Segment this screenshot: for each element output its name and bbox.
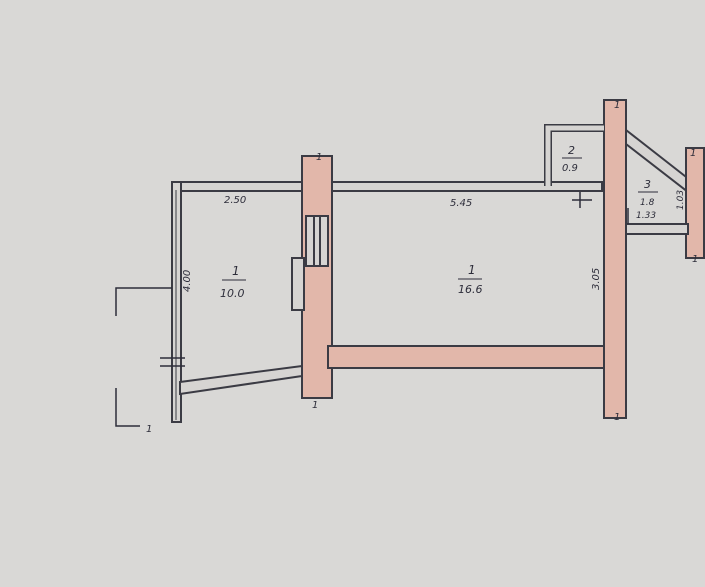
room-2-area: 0.9 xyxy=(562,163,578,174)
room-2-number: 2 xyxy=(568,144,575,157)
entrance-marker-top xyxy=(115,287,172,316)
room3-end-wall xyxy=(685,147,705,259)
room3-bottom-wall xyxy=(625,223,689,235)
dimension-5-45: 5.45 xyxy=(450,198,472,209)
wall-mark: 1 xyxy=(614,412,620,423)
wall-mark: 1 xyxy=(690,148,696,159)
dimension-2-50: 2.50 xyxy=(224,195,246,206)
room-3-number: 3 xyxy=(644,178,651,191)
room-1-area: 16.6 xyxy=(458,283,483,296)
right-pier xyxy=(603,99,627,419)
dimension-1-33: 1.33 xyxy=(636,211,656,221)
slanted-partition xyxy=(179,364,303,396)
room-1b-number: 1 xyxy=(232,264,240,278)
room-1-number: 1 xyxy=(468,263,476,277)
top-wall xyxy=(171,181,603,192)
lower-partition xyxy=(327,345,605,369)
wall-mark: 1 xyxy=(312,400,318,411)
dimension-3-05: 3.05 xyxy=(591,268,602,290)
entrance-marker-bottom xyxy=(115,388,140,427)
dimension-4-00: 4.00 xyxy=(182,270,193,292)
pier-niche xyxy=(291,257,305,311)
wall-mark: 1 xyxy=(316,152,322,163)
dimension-1-03: 1.03 xyxy=(676,190,686,210)
pier-opening xyxy=(305,215,329,267)
wall-mark: 1 xyxy=(614,100,620,111)
room-3-area: 1.8 xyxy=(640,198,655,208)
closet-wall-inner xyxy=(545,125,604,186)
wall-mark: 1 xyxy=(146,424,152,435)
room-1b-area: 10.0 xyxy=(220,287,245,300)
wall-mark: 1 xyxy=(692,254,698,265)
